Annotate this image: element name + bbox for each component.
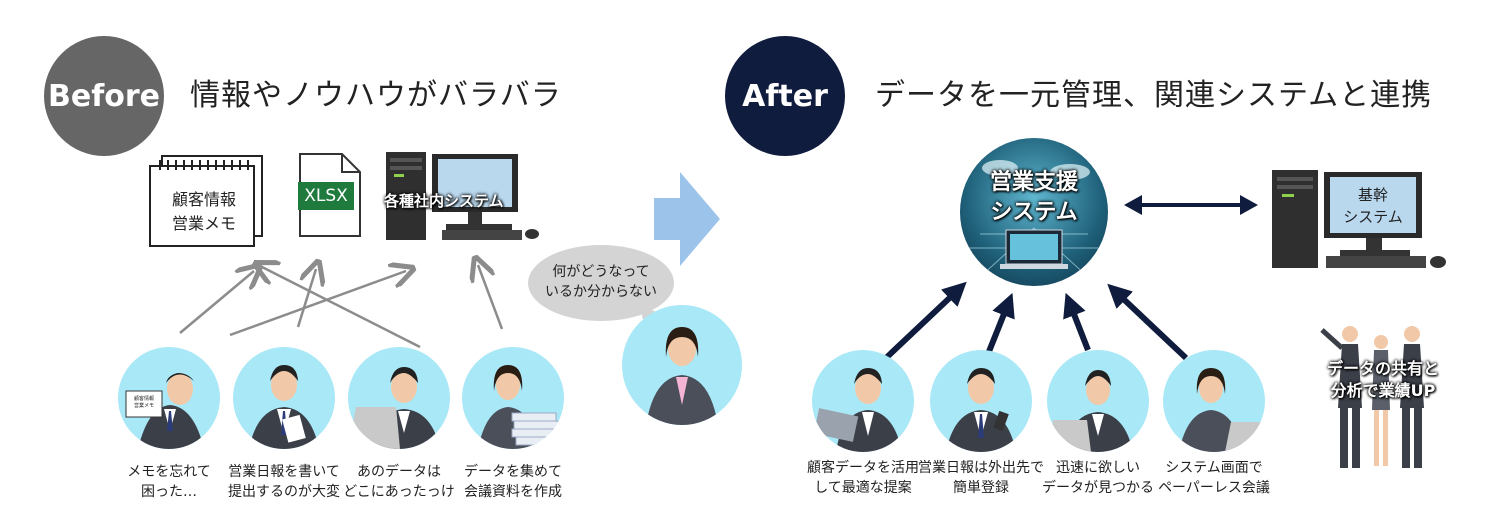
system-label: 各種社内システム bbox=[384, 192, 504, 210]
small-note-line2: 営業メモ bbox=[133, 403, 154, 409]
after-caption-1: 顧客データを活用 して最適な提案 bbox=[807, 460, 919, 496]
after-person-circle-4 bbox=[1163, 350, 1265, 452]
after-caption-3: 迅速に欲しい データが見つかる bbox=[1042, 460, 1154, 496]
hub-line2: システム bbox=[990, 200, 1078, 225]
person-circle-2 bbox=[233, 347, 335, 449]
before-caption-3: あのデータは どこにあったっけ bbox=[343, 464, 455, 500]
after-title: データを一元管理、関連システムと連携 bbox=[875, 78, 1433, 113]
sales-system-hub: 営業支援 システム bbox=[960, 138, 1108, 286]
before-arrows bbox=[179, 255, 504, 349]
before-caption-1: メモを忘れて 困った… bbox=[127, 464, 211, 500]
person-circle-4 bbox=[462, 347, 564, 449]
computer-icon: 各種社内システム bbox=[384, 150, 544, 244]
after-badge: After bbox=[725, 36, 845, 156]
thought-line2: いるか分からない bbox=[545, 284, 657, 300]
after-caption-2: 営業日報は外出先で 簡単登録 bbox=[918, 460, 1044, 496]
core-line1: 基幹 bbox=[1357, 186, 1388, 204]
core-line2: システム bbox=[1343, 208, 1403, 226]
before-title: 情報やノウハウがバラバラ bbox=[190, 78, 562, 113]
xlsx-label: XLSX bbox=[298, 182, 354, 210]
after-person-circle-3 bbox=[1047, 350, 1149, 452]
person-circle-3 bbox=[348, 347, 450, 449]
team-line1: データの共有と bbox=[1326, 359, 1439, 378]
person-circle-1: 顧客情報 営業メモ bbox=[118, 347, 220, 449]
before-badge-label: Before bbox=[47, 78, 161, 114]
team-line2: 分析で業績UP bbox=[1330, 381, 1436, 400]
before-caption-4: データを集めて 会議資料を作成 bbox=[464, 464, 562, 500]
thought-bubble bbox=[528, 245, 674, 321]
xlsx-file-icon: XLSX bbox=[298, 152, 364, 238]
notebook-icon: 顧客情報 営業メモ bbox=[146, 150, 270, 250]
after-person-circle-1 bbox=[812, 350, 914, 452]
double-arrow-icon bbox=[1124, 195, 1258, 215]
team-group-illustration: データの共有と 分析で業績UP bbox=[1318, 318, 1448, 472]
small-note-line1: 顧客情報 bbox=[133, 396, 154, 402]
core-system-computer-icon: 基幹 システム bbox=[1270, 168, 1450, 272]
after-person-circle-2 bbox=[930, 350, 1032, 452]
notebook-line1: 顧客情報 bbox=[171, 190, 236, 209]
before-badge: Before bbox=[44, 36, 164, 156]
hub-line1: 営業支援 bbox=[989, 170, 1078, 195]
after-badge-label: After bbox=[742, 78, 828, 114]
thought-line1: 何がどうなって bbox=[552, 264, 650, 280]
confused-person-circle bbox=[622, 305, 742, 425]
after-caption-4: システム画面で ペーパーレス会議 bbox=[1158, 460, 1270, 496]
after-arrows bbox=[883, 281, 1189, 361]
transition-arrow-icon bbox=[654, 172, 720, 266]
notebook-line2: 営業メモ bbox=[171, 214, 236, 233]
before-caption-2: 営業日報を書いて 提出するのが大変 bbox=[228, 464, 340, 500]
